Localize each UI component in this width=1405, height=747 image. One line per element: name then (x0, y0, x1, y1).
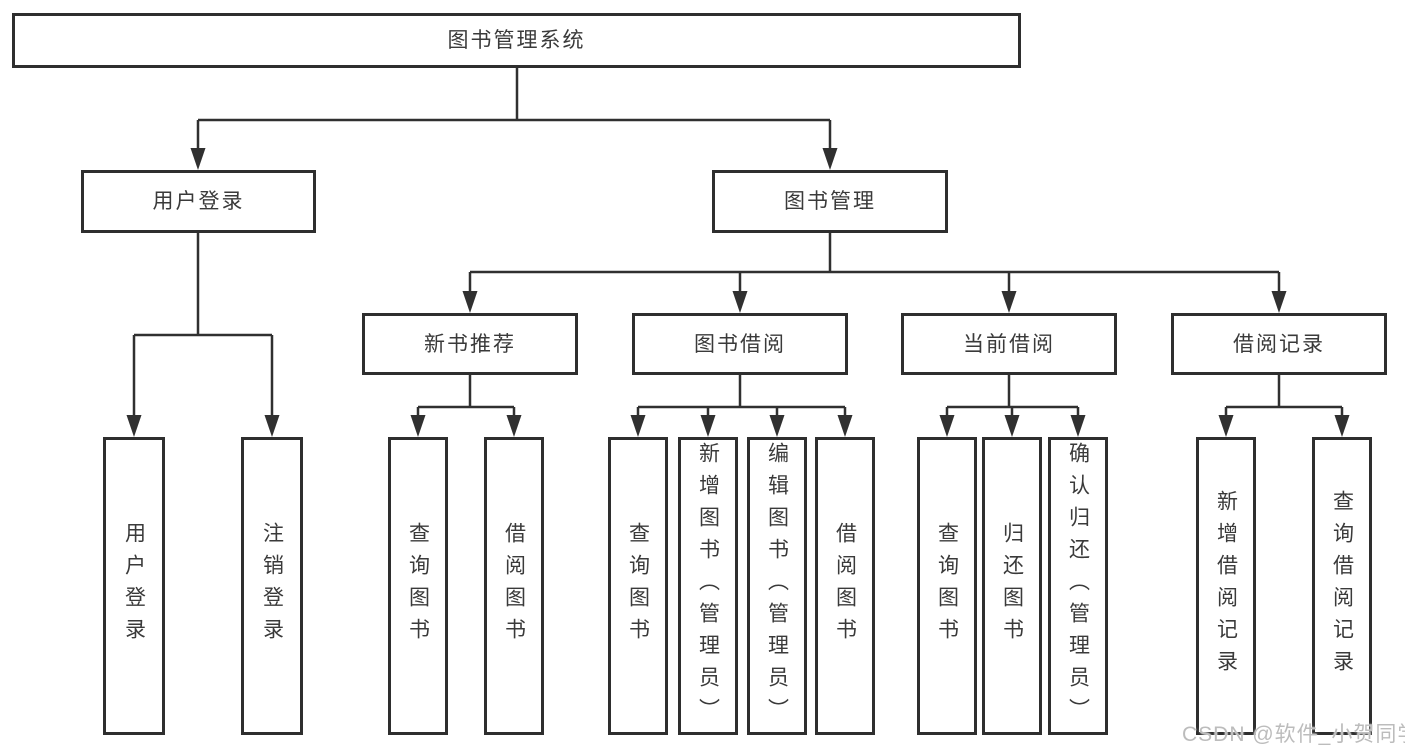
leaf-borrow-edit-books-admin: 编辑图书（管理员） (747, 437, 807, 735)
node-book-management: 图书管理 (712, 170, 948, 233)
leaf-records-add-record: 新增借阅记录 (1196, 437, 1256, 735)
leaf-user-login: 用户登录 (103, 437, 165, 735)
node-current-borrow: 当前借阅 (901, 313, 1117, 375)
leaf-current-confirm-return-admin: 确认归还（管理员） (1048, 437, 1108, 735)
watermark: CSDN @软件_小贺同学 (1182, 723, 1405, 746)
node-new-book-recommend: 新书推荐 (362, 313, 578, 375)
leaf-logout: 注销登录 (241, 437, 303, 735)
node-root: 图书管理系统 (12, 13, 1021, 68)
arrowheads (126, 148, 1350, 437)
leaf-current-query-books: 查询图书 (917, 437, 977, 735)
node-borrow-records: 借阅记录 (1171, 313, 1387, 375)
leaf-recommend-borrow-books: 借阅图书 (484, 437, 544, 735)
leaf-borrow-borrow-books: 借阅图书 (815, 437, 875, 735)
leaf-recommend-query-books: 查询图书 (388, 437, 448, 735)
node-user-login: 用户登录 (81, 170, 316, 233)
leaf-borrow-add-books-admin: 新增图书（管理员） (678, 437, 738, 735)
leaf-borrow-query-books: 查询图书 (608, 437, 668, 735)
leaf-current-return-books: 归还图书 (982, 437, 1042, 735)
node-book-borrow: 图书借阅 (632, 313, 848, 375)
leaf-records-query-record: 查询借阅记录 (1312, 437, 1372, 735)
